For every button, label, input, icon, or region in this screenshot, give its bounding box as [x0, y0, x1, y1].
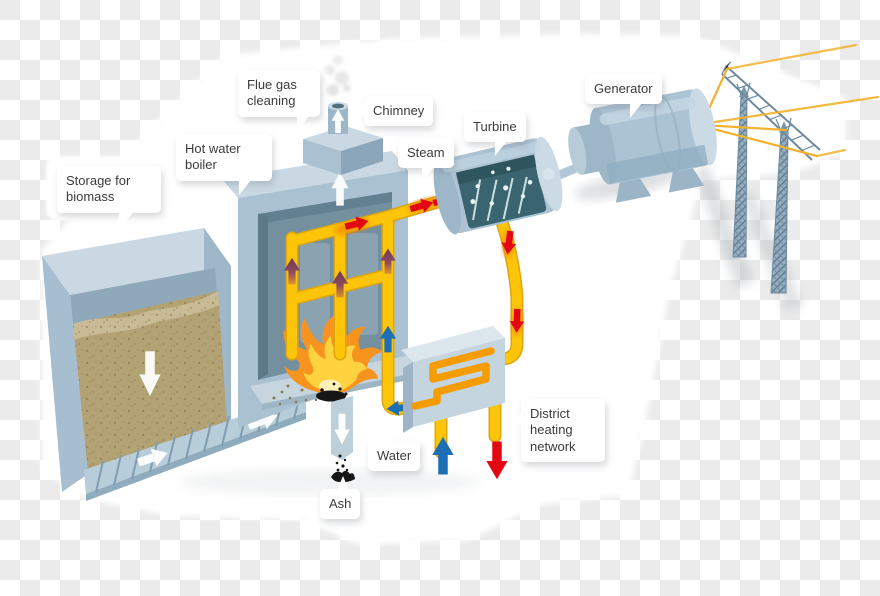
label-text: Ash [329, 496, 352, 511]
label-text: Chimney [373, 103, 425, 118]
label-hot-water-boiler: Hot water boiler [176, 134, 272, 195]
callout-tail [351, 104, 365, 116]
label-district-heating-network: District heating network [508, 399, 605, 462]
label-text: Steam [407, 145, 445, 160]
smoke-icon [325, 55, 351, 96]
flame-icon [283, 314, 382, 395]
heat-exchanger [401, 326, 508, 480]
turbine [433, 136, 563, 235]
power-pylons [721, 61, 821, 294]
label-text: Water [377, 448, 412, 463]
burning-fuel [316, 382, 348, 402]
exit-pipe-arrows [500, 230, 525, 336]
callout-tail [336, 476, 349, 490]
generator [568, 88, 717, 203]
label-water: Water [368, 428, 421, 472]
flue-gas-cleaning-unit [303, 126, 383, 206]
callout-tail [508, 413, 522, 425]
label-generator: Generator [585, 74, 662, 119]
biomass-storage [42, 228, 231, 492]
pylon-crossarm [721, 65, 821, 161]
chimney [325, 55, 351, 134]
steam-pipe-arrows [408, 189, 459, 216]
label-turbine: Turbine [464, 112, 526, 157]
label-steam: Steam [398, 138, 454, 183]
callout-tail [379, 428, 392, 442]
label-text: Generator [594, 81, 653, 96]
crossarm-lattice [721, 61, 816, 152]
label-text: Flue gas cleaning [247, 77, 297, 109]
label-storage-for-biomass: Storage for biomass [57, 166, 161, 234]
flow-arrows [283, 213, 413, 417]
label-chimney: Chimney [351, 96, 434, 127]
label-text: Storage for biomass [66, 173, 131, 205]
label-ash: Ash [320, 476, 361, 520]
label-text: Turbine [473, 119, 517, 134]
exchanger-coil [411, 347, 495, 410]
turbine-blade-dots [470, 166, 533, 206]
hot-water-boiler [222, 151, 462, 428]
label-text: Hot water boiler [185, 141, 241, 173]
label-flue-gas-cleaning: Flue gas cleaning [238, 70, 320, 131]
label-text: District heating network [530, 406, 576, 454]
